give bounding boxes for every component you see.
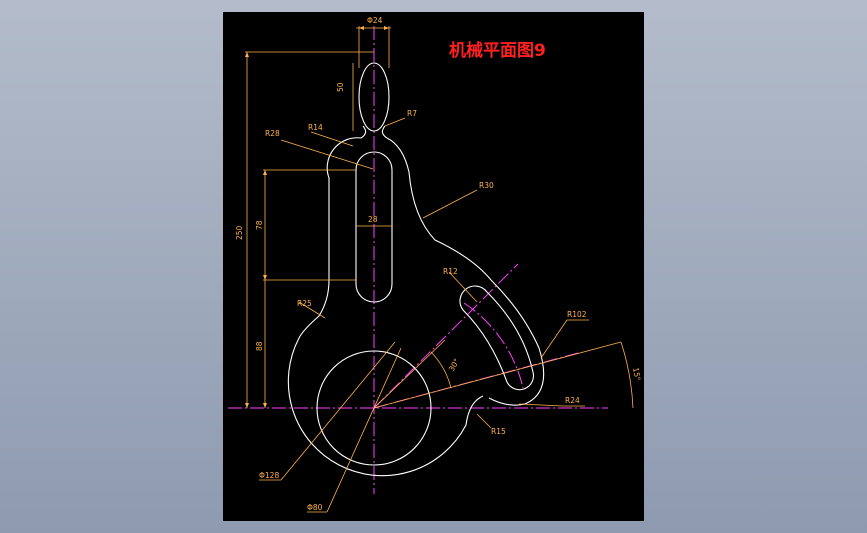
label-250: 250 [235, 225, 244, 240]
label-r30: R30 [479, 181, 494, 190]
curved-slot [459, 285, 535, 391]
label-28: 28 [368, 215, 378, 224]
label-r12: R12 [443, 267, 458, 276]
angle-line-30 [373, 339, 446, 409]
outer-body-right-upper [386, 137, 492, 281]
leader-r25 [298, 301, 326, 319]
angle-line-15 [373, 341, 622, 409]
outer-body-left [287, 137, 484, 477]
leader-r24 [518, 403, 564, 407]
arrow-78-bottom [263, 275, 267, 280]
arc-30deg [430, 351, 452, 389]
top-ellipse [358, 62, 390, 132]
neck-fillets [360, 125, 388, 139]
arc-15deg [620, 341, 634, 409]
main-bore [316, 350, 432, 466]
label-78: 78 [255, 220, 264, 230]
leader-r102 [540, 319, 568, 359]
arrow-78-top [263, 170, 267, 175]
leader-phi128 [280, 341, 396, 481]
arrow-250-top [245, 52, 249, 57]
label-phi80: Φ80 [307, 503, 323, 512]
leader-r7 [384, 117, 406, 127]
arrow-phi24-left [359, 26, 364, 30]
leader-r30 [422, 189, 478, 219]
label-15deg: 15° [631, 367, 642, 382]
label-r24: R24 [565, 396, 580, 405]
slot-arc-centerline [463, 302, 524, 389]
label-30deg: 30° [447, 357, 462, 373]
label-r14: R14 [308, 123, 323, 132]
label-phi128: Φ128 [259, 471, 279, 480]
label-50: 50 [336, 82, 345, 92]
arrow-88-bottom [263, 403, 267, 408]
leader-r12 [448, 271, 478, 303]
vertical-slot [355, 151, 393, 303]
label-r15: R15 [491, 427, 506, 436]
label-r28: R28 [265, 129, 280, 138]
leader-r15 [476, 413, 492, 429]
leader-r14 [310, 131, 354, 147]
mechanical-drawing: 机械平面图9 Φ24 50 R7 R14 R28 R30 250 78 [228, 16, 642, 513]
label-88: 88 [255, 341, 264, 351]
label-phi24: Φ24 [367, 16, 383, 25]
diagonal-centerline-45 [373, 263, 519, 409]
leader-phi80 [326, 347, 402, 513]
drawing-title: 机械平面图9 [449, 40, 546, 61]
arrow-250-bottom [245, 403, 249, 408]
drawing-canvas: 机械平面图9 Φ24 50 R7 R14 R28 R30 250 78 [223, 12, 644, 521]
label-r25: R25 [297, 299, 312, 308]
leader-r28 [280, 139, 374, 170]
arrow-phi24-right [384, 26, 389, 30]
label-r102: R102 [567, 310, 587, 319]
outer-body-right-lower [488, 279, 545, 406]
label-r7: R7 [407, 109, 417, 118]
